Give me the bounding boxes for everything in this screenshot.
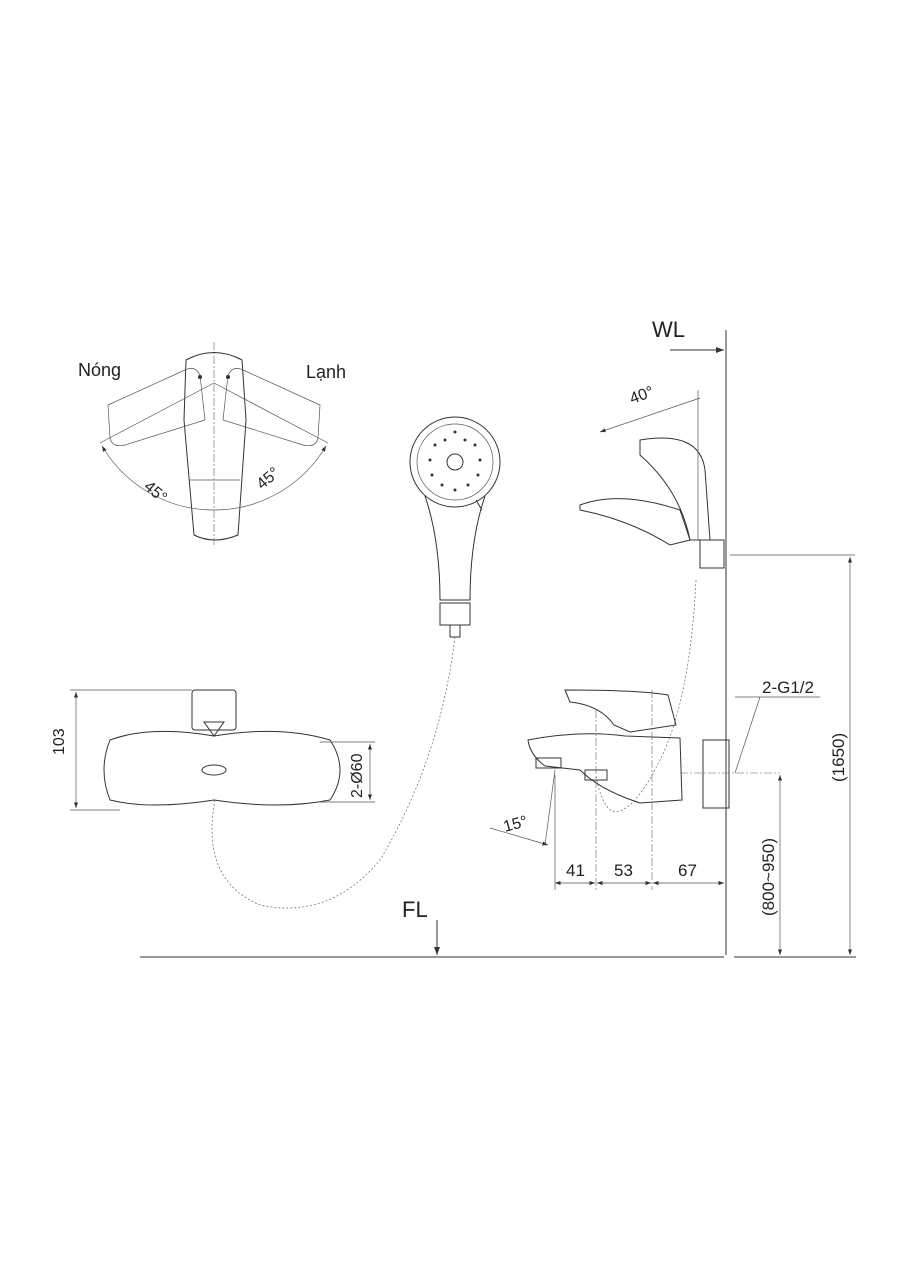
mixer-front-view <box>70 689 375 811</box>
wl-label: WL <box>652 317 685 342</box>
lever-top-view <box>99 342 329 545</box>
hot-label: Nóng <box>78 360 121 380</box>
diameter-label: 2-Ø60 <box>349 753 366 798</box>
angle-right-label: 45° <box>254 464 283 493</box>
angle-spout-label: 15° <box>502 813 530 836</box>
mixer-side-view <box>140 330 856 958</box>
shower-dots <box>428 430 482 492</box>
angle-shower-label: 40° <box>628 384 657 408</box>
hand-shower <box>211 416 501 909</box>
dim-67-label: 67 <box>678 861 697 880</box>
cold-label: Lạnh <box>306 362 346 382</box>
dim-41-label: 41 <box>566 861 585 880</box>
height-range-label: (800~950) <box>759 838 778 916</box>
thread-label: 2-G1/2 <box>762 678 814 697</box>
height-103-label: 103 <box>51 728 68 755</box>
angle-left-label: 45° <box>140 478 169 507</box>
height-1650-label: (1650) <box>829 733 848 782</box>
dim-53-label: 53 <box>614 861 633 880</box>
fl-label: FL <box>402 897 428 922</box>
